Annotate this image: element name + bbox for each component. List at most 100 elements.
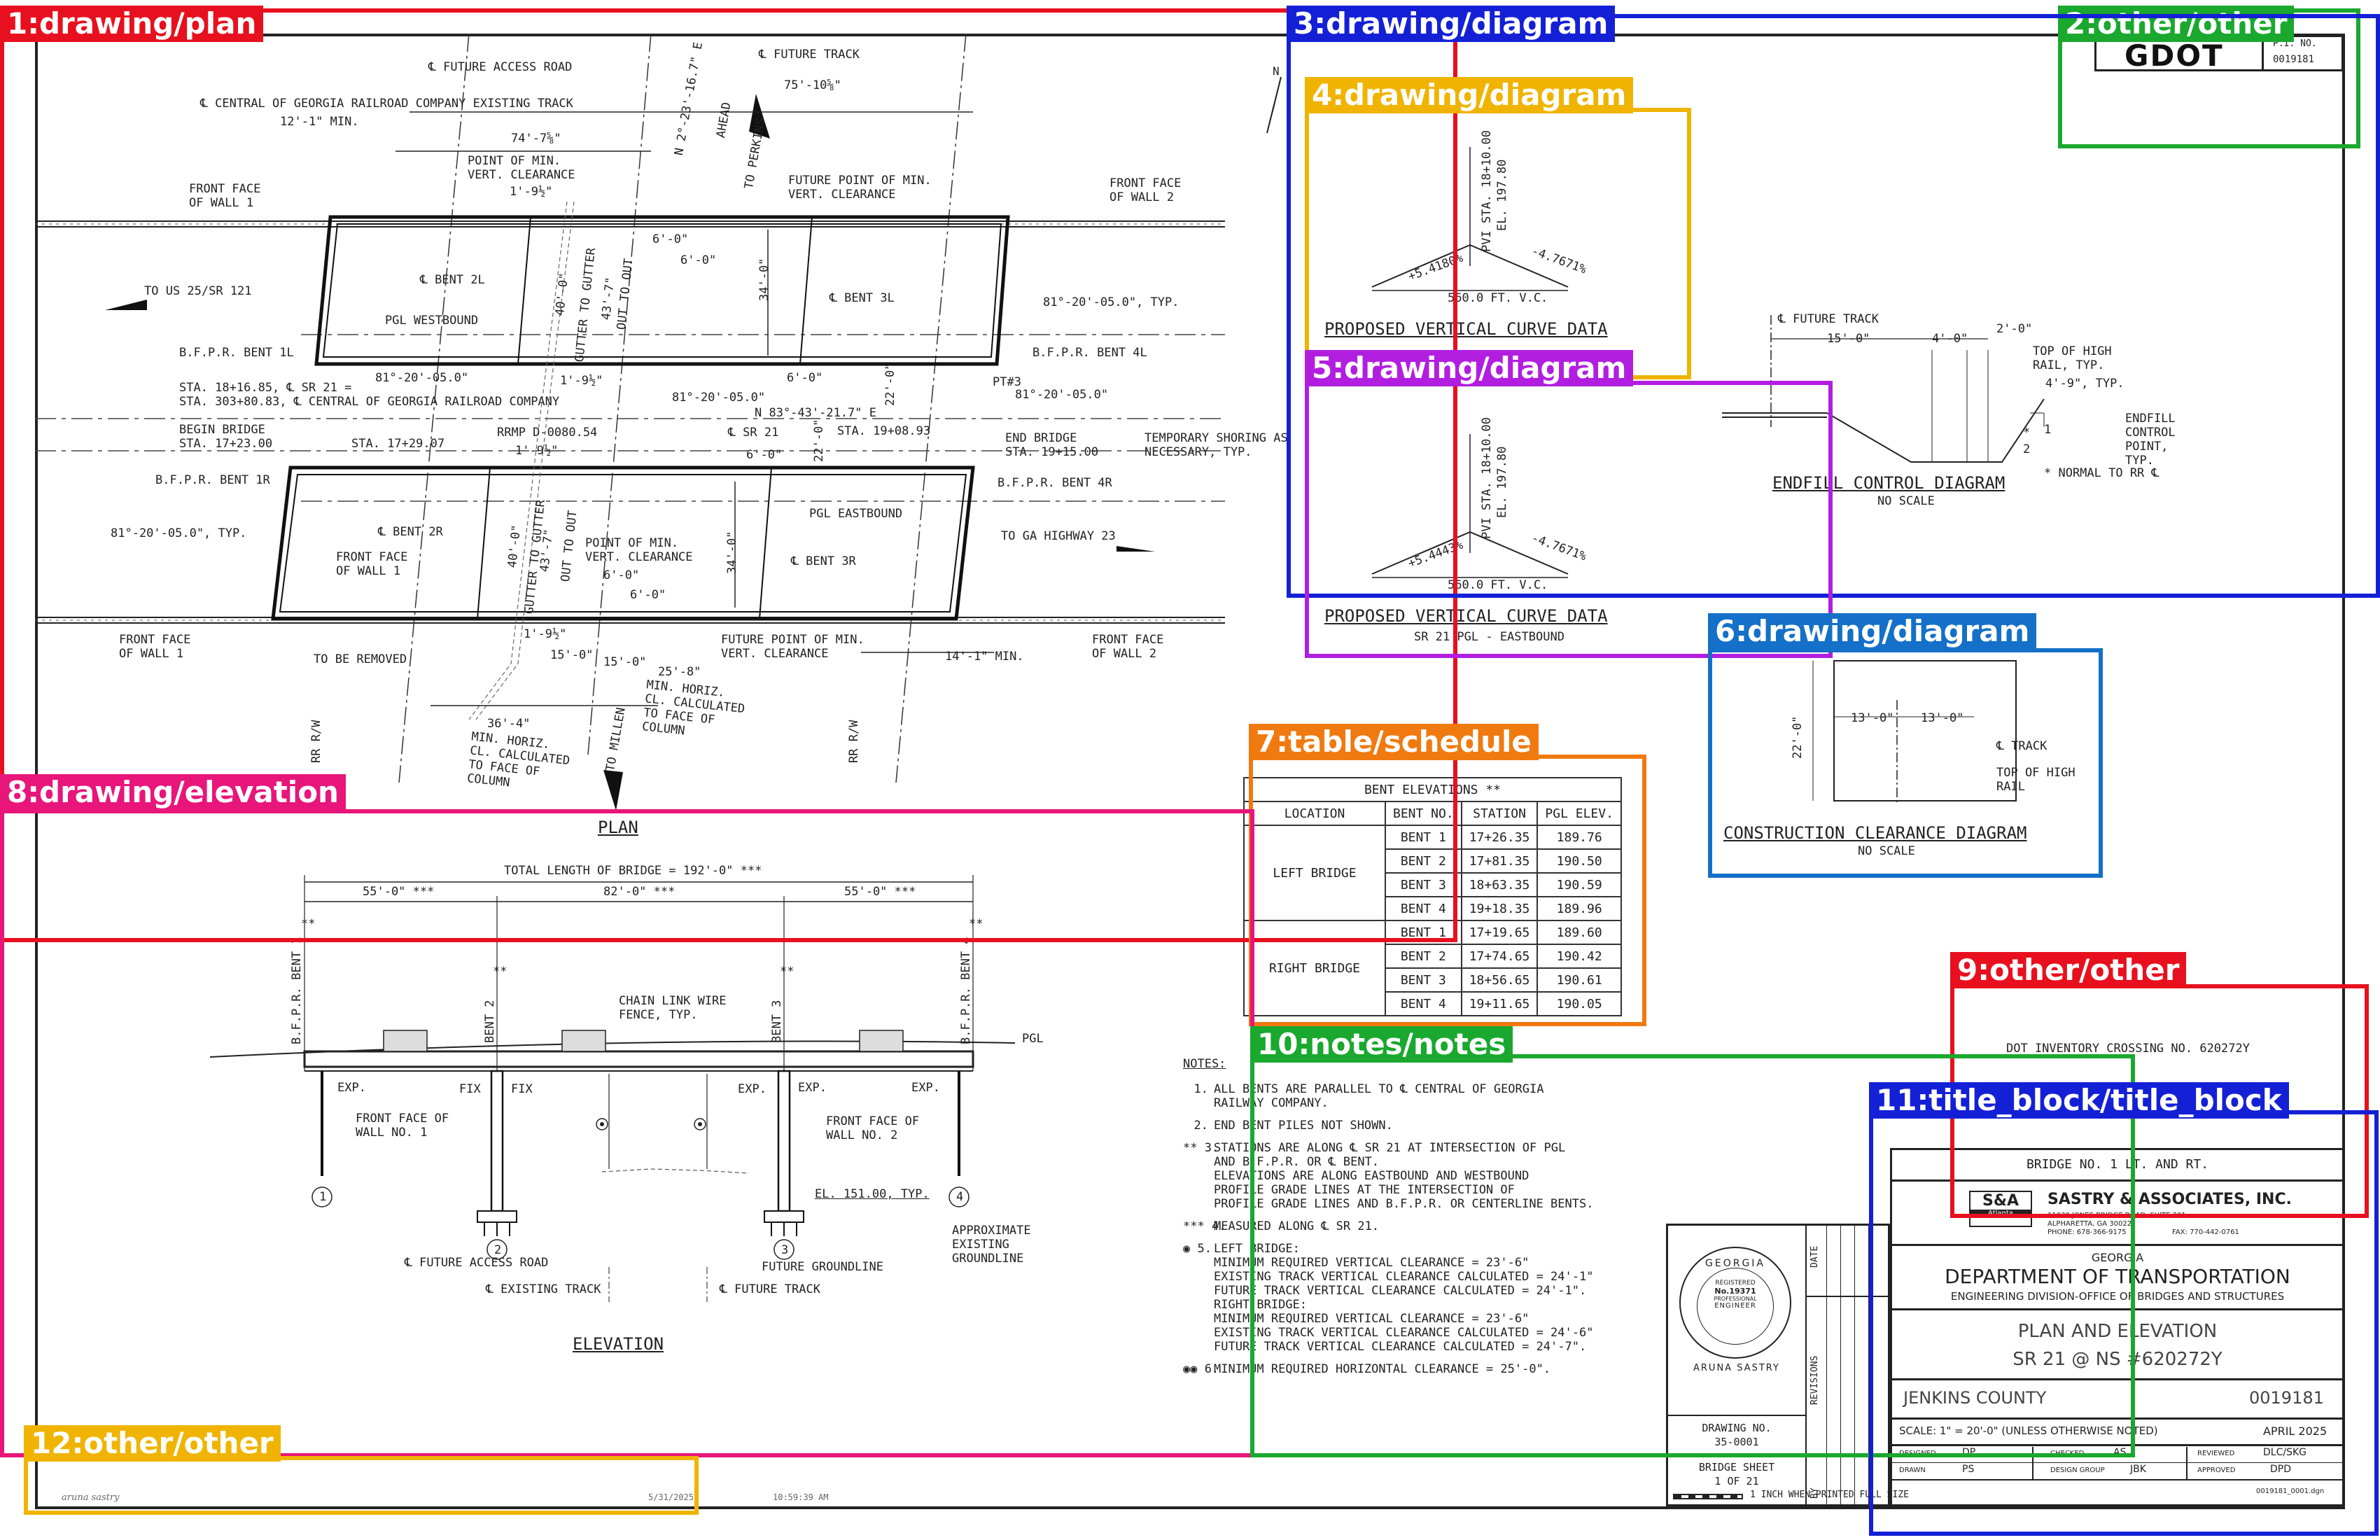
dot-crossing-label: DOT INVENTORY CROSSING NO. 620272Y — [2006, 1042, 2250, 1056]
station-1908-label: STA. 19+08.93 — [837, 424, 931, 438]
endfill-top-rail: TOP OF HIGH RAIL, TYP. — [2033, 344, 2112, 372]
firm-address-2: ALPHARETTA, GA 30022 — [2047, 1220, 2132, 1228]
elev-pgl-label: PGL — [1022, 1032, 1044, 1046]
table-row: BENT 4 19+11.65 190.05 — [1244, 991, 1622, 1016]
region-label-9: 9:other/other — [1950, 952, 2187, 988]
vc1-diagram — [1371, 147, 1569, 291]
print-scale-bar — [1673, 1494, 1743, 1499]
elev-span1: 55'-0" *** — [363, 885, 435, 899]
table-row: BENT 3 18+63.35 190.59 — [1244, 872, 1622, 897]
elev-exp-2: EXP. — [738, 1082, 766, 1096]
vc2-subtitle: SR 21 PGL - EASTBOUND — [1414, 630, 1564, 644]
firm-logo: S&A Atlanta — [1969, 1191, 2032, 1227]
elev-exp-4: EXP. — [911, 1081, 940, 1095]
clearance-track: ℄ TRACK — [1996, 739, 2047, 753]
gdot-logo-block: GDOT P.I. NO. 0019181 — [2094, 35, 2344, 73]
table-cell: 19+11.65 — [1460, 991, 1539, 1016]
endfill-normal: * NORMAL TO RR ℄ — [2044, 466, 2160, 480]
front-face-wall2-label: FRONT FACE OF WALL 2 — [1110, 176, 1182, 204]
vc1-length: 560.0 FT. V.C. — [1448, 291, 1548, 305]
table-cell: 18+56.65 — [1460, 967, 1539, 993]
table-title: BENT ELEVATIONS ** — [1243, 777, 1622, 802]
dim-22-label-1: 22'-0" — [883, 363, 897, 406]
elev-fix-1: FIX — [459, 1082, 481, 1096]
signoff-table: DESIGNED DP CHECKED AS REVIEWED DLC/SKG … — [1892, 1447, 2343, 1503]
table-row: BENT 2 17+74.65 190.42 — [1244, 944, 1622, 969]
table-cell: 190.05 — [1536, 991, 1622, 1016]
region-label-5: 5:drawing/diagram — [1305, 350, 1634, 386]
date-label: APRIL 2025 — [2263, 1424, 2328, 1438]
elev-span2: 82'-0" *** — [603, 885, 676, 899]
bent-elevations-table: BENT ELEVATIONS ** LOCATION BENT NO. STA… — [1243, 777, 1622, 1016]
table-cell: BENT 3 — [1385, 872, 1462, 897]
elev-ff-wall1: FRONT FACE OF WALL NO. 1 — [356, 1112, 449, 1140]
table-cell: 17+19.65 — [1460, 920, 1539, 945]
dim-6-label-1: 6'-0" — [652, 232, 689, 246]
endfill-diagram — [1722, 315, 2045, 463]
table-cell: BENT 2 — [1385, 944, 1462, 969]
elev-bent-no-4: 4 — [956, 1190, 964, 1204]
endfill-scale: NO SCALE — [1877, 494, 1935, 508]
cog-track-label: ℄ CENTRAL OF GEORGIA RAILROAD COMPANY EX… — [200, 97, 573, 111]
elev-bfpr-bent1: B.F.P.R. BENT 1 — [290, 937, 304, 1044]
future-min-vert-label: FUTURE POINT OF MIN. VERT. CLEARANCE — [788, 174, 932, 202]
front-face-wall1-b-label: FRONT FACE OF WALL 1 — [119, 633, 191, 661]
dim-34-label-2: 34'-0" — [725, 531, 739, 574]
table-header: PGL ELEV. — [1536, 801, 1622, 826]
endfill-star-1: * — [2023, 426, 2031, 440]
min-12-label: 12'-1" MIN. — [280, 115, 359, 129]
bent-3l-label: ℄ BENT 3L — [830, 291, 895, 305]
bearing-main-label: N 83°-43'-21.7" E — [755, 406, 876, 420]
pgl-westbound-label: PGL WESTBOUND — [385, 314, 479, 328]
region-label-3: 3:drawing/diagram — [1287, 6, 1616, 42]
bridge-sheet-label: BRIDGE SHEET — [1698, 1461, 1775, 1474]
print-note: 1 INCH WHEN PRINTED FULL SIZE — [1750, 1490, 1909, 1500]
elev-future-track: ℄ FUTURE TRACK — [720, 1282, 820, 1296]
title-block: BRIDGE NO. 1 LT. AND RT. S&A Atlanta SAS… — [1890, 1148, 2345, 1506]
dim-25-label: 25'-8" — [658, 665, 701, 679]
clearance-d13b: 13'-0" — [1921, 711, 1964, 725]
north-arrow-icon — [1266, 76, 1282, 134]
station-1729-label: STA. 17+29.07 — [351, 437, 445, 451]
angle-typ-left-label: 81°-20'-05.0", TYP. — [111, 526, 247, 540]
rr-rw-label-2: RR R/W — [847, 720, 861, 763]
table-cell: RIGHT BRIDGE — [1243, 920, 1386, 1016]
rrmp-label: RRMP D-0080.54 — [497, 426, 598, 440]
endfill-title: ENDFILL CONTROL DIAGRAM — [1772, 473, 2005, 493]
dim-6-label-5: 6'-0" — [603, 568, 640, 582]
region-label-12: 12:other/other — [24, 1425, 281, 1462]
elev-stars-1: ** — [301, 917, 316, 931]
elev-stars-2: ** — [493, 965, 507, 979]
dim-1-9-label-1: 1'-9½" — [510, 185, 553, 199]
note-item: ◉◉ 6. MINIMUM REQUIRED HORIZONTAL CLEARA… — [1183, 1362, 1551, 1376]
region-label-11: 11:title_block/title_block — [1869, 1082, 2289, 1119]
county-label: JENKINS COUNTY — [1903, 1388, 2047, 1408]
front-face-wall1-r-label: FRONT FACE OF WALL 1 — [336, 550, 408, 578]
table-cell: BENT 1 — [1385, 920, 1462, 945]
clearance-diagram — [1812, 660, 2017, 805]
region-label-1: 1:drawing/plan — [0, 6, 264, 42]
pt3-label: PT#3 — [993, 375, 1021, 389]
min-horiz-2-label: MIN. HORIZ. CL. CALCULATED TO FACE OF CO… — [466, 729, 571, 790]
table-cell: 190.61 — [1536, 967, 1622, 993]
endfill-future-track: ℄ FUTURE TRACK — [1778, 312, 1879, 326]
angle-label-1: 81°-20'-05.0" — [375, 371, 469, 385]
to-be-removed-label: TO BE REMOVED — [314, 652, 407, 666]
dim-1-9-label-2: 1'-9½" — [560, 374, 603, 388]
endfill-d49: 4'-9", TYP. — [2045, 377, 2124, 391]
region-label-6: 6:drawing/diagram — [1708, 613, 2037, 650]
table-header: LOCATION — [1243, 801, 1386, 826]
table-row: BENT 2 17+81.35 190.50 — [1244, 848, 1622, 874]
elev-bent3: BENT 3 — [770, 1000, 784, 1043]
table-cell: 190.59 — [1536, 872, 1622, 897]
station-label-1: STA. 18+16.85, ℄ SR 21 = — [179, 381, 352, 395]
note-item: ** 3. STATIONS ARE ALONG ℄ SR 21 AT INTE… — [1183, 1141, 1594, 1211]
elev-existing-track: ℄ EXISTING TRACK — [486, 1282, 601, 1296]
notes-block: NOTES: 1. ALL BENTS ARE PARALLEL TO ℄ CE… — [1183, 1057, 1652, 1385]
table-row: BENT 3 18+56.65 190.61 — [1244, 967, 1622, 993]
gdot-logo: GDOT — [2124, 38, 2224, 73]
revisions-date-label: DATE — [1809, 1245, 1820, 1268]
seal-name: ARUNA SASTRY — [1693, 1363, 1780, 1373]
region-label-7: 7:table/schedule — [1249, 724, 1539, 760]
front-face-wall2-b-label: FRONT FACE OF WALL 2 — [1092, 633, 1164, 661]
